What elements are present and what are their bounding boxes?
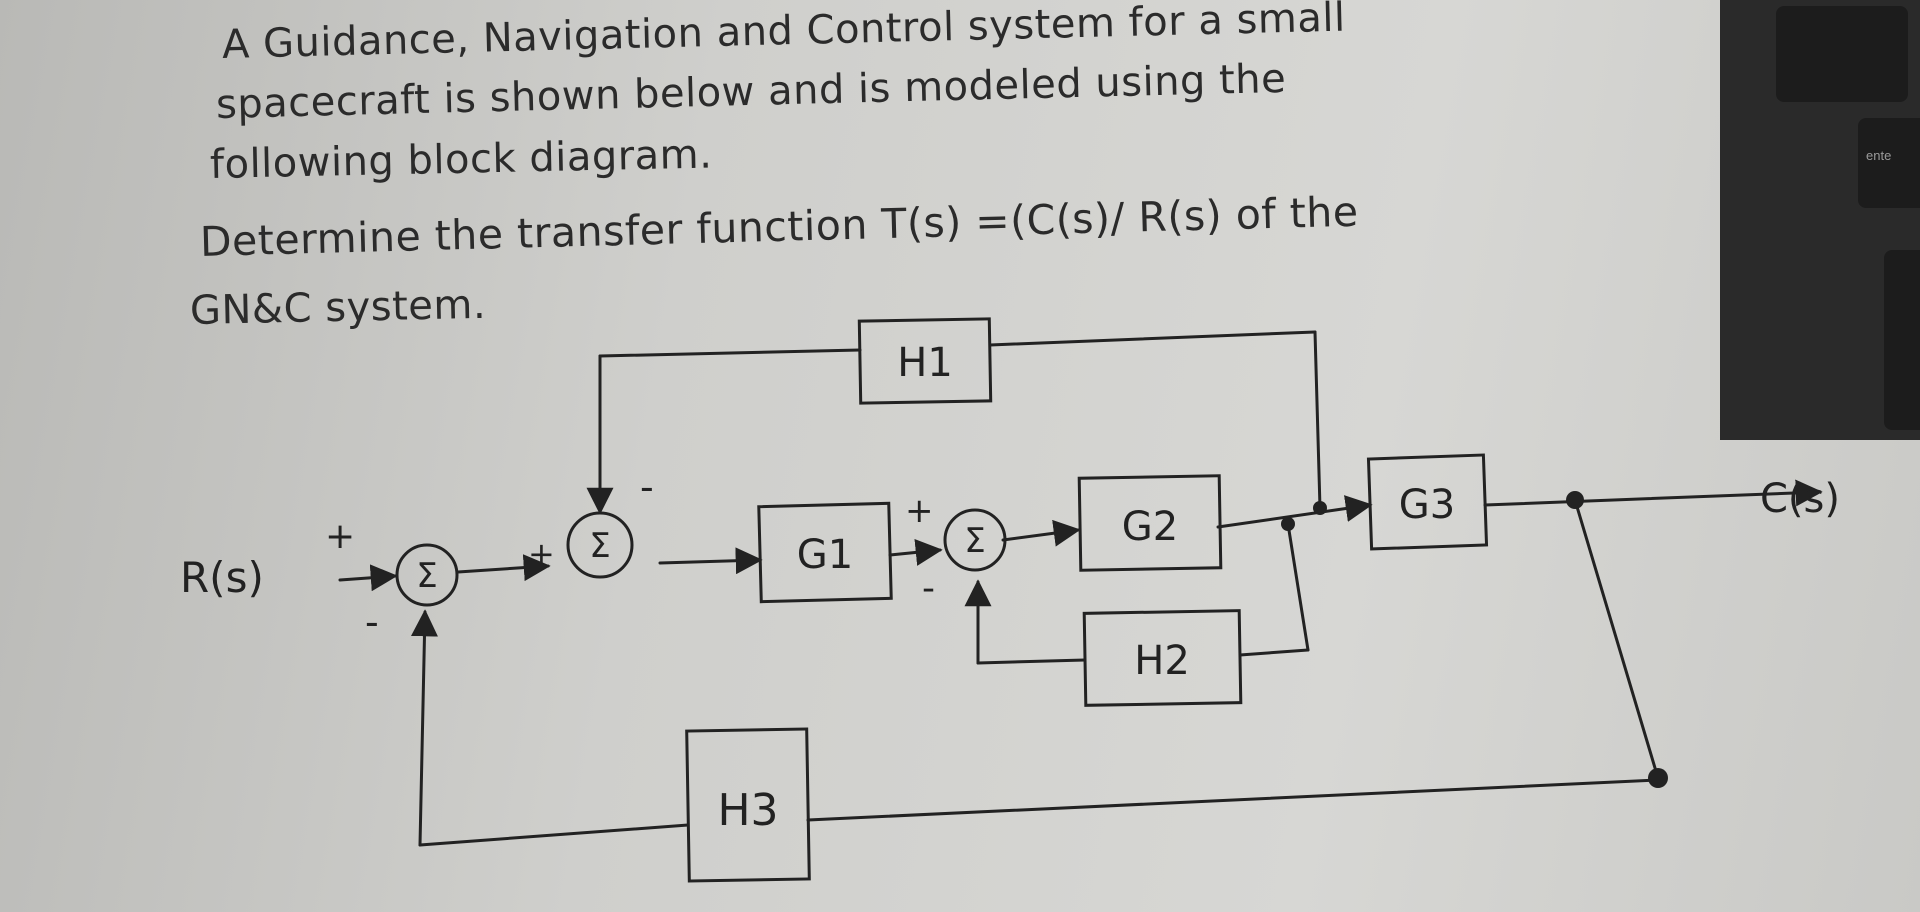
- h3-label: H3: [717, 785, 778, 836]
- pickoff-dot-corner: [1648, 768, 1668, 788]
- sigma-3: Σ: [964, 521, 985, 561]
- h2-block: [1082, 609, 1243, 707]
- keyboard-key-side: [1884, 250, 1920, 430]
- s3-plus-sign: +: [905, 491, 934, 531]
- s2-minus-sign: -: [640, 465, 654, 509]
- h2-pickoff-line: [1286, 522, 1310, 652]
- s3-minus-sign: -: [922, 568, 935, 609]
- summing-junction-3: [943, 508, 1007, 572]
- h1-pickoff-line: [1313, 330, 1322, 510]
- h3-feedback-arrow: [410, 609, 438, 847]
- output-label: C(s): [1760, 476, 1840, 522]
- sigma-2: Σ: [589, 526, 610, 566]
- g2-label: G2: [1122, 504, 1178, 550]
- enter-key-label: ente: [1866, 148, 1892, 163]
- keyboard-key: [1776, 6, 1908, 102]
- h1-block: [857, 317, 993, 405]
- g2-block: [1077, 474, 1223, 572]
- g1-label: G1: [797, 532, 853, 578]
- s2-plus-sign: +: [528, 535, 555, 573]
- pickoff-dot-output: [1566, 491, 1584, 509]
- g2-to-g3-arrow: [1216, 495, 1373, 529]
- output-arrow: [1483, 479, 1823, 507]
- summing-junction-1: [395, 543, 459, 607]
- s2-to-g1-arrow: [658, 547, 763, 575]
- s1-minus-sign: -: [365, 600, 379, 644]
- g3-block: [1366, 453, 1489, 551]
- s1-plus-sign: +: [325, 516, 355, 557]
- s1-to-s2-line: [456, 554, 551, 582]
- summing-junction-2: [566, 511, 634, 579]
- pickoff-dot-g3: [1313, 501, 1327, 515]
- h3-block: [685, 727, 811, 883]
- s3-to-g2-arrow: [1001, 519, 1081, 547]
- g3-label: G3: [1399, 482, 1455, 528]
- pickoff-dot-g2: [1281, 517, 1295, 531]
- input-arrow: [338, 564, 398, 592]
- h1-label: H1: [897, 340, 953, 386]
- h3-pickoff-line: [1573, 498, 1660, 780]
- input-label: R(s): [180, 553, 264, 602]
- enter-key: ente: [1858, 118, 1920, 208]
- h2-label: H2: [1134, 638, 1190, 684]
- g1-to-s3-line: [888, 538, 943, 566]
- keyboard-edge: ente: [1720, 0, 1920, 440]
- sigma-1: Σ: [416, 556, 437, 596]
- g1-block: [757, 501, 893, 604]
